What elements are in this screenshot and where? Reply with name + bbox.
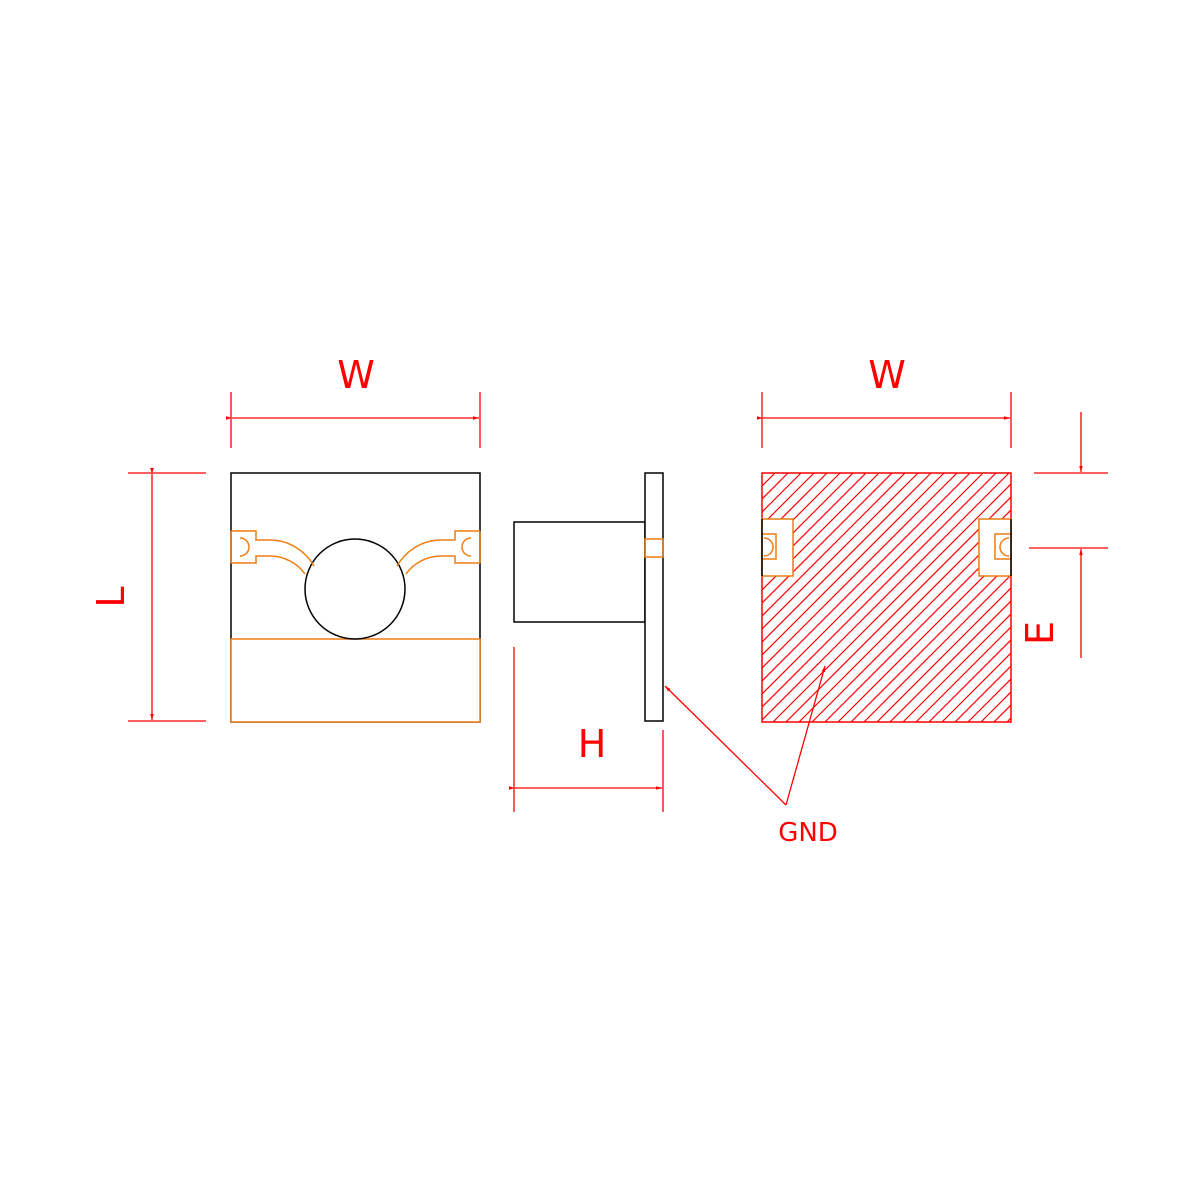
hatch-line bbox=[1033, 473, 1200, 722]
hatch-line bbox=[954, 665, 1011, 722]
hatch-line bbox=[785, 496, 1011, 722]
hatch-line bbox=[902, 613, 1011, 722]
front-width-dimension bbox=[226, 392, 481, 448]
hatch-line bbox=[762, 473, 906, 617]
hatch-line bbox=[762, 473, 958, 669]
hatch-line bbox=[863, 574, 1011, 722]
hatch-line bbox=[1046, 473, 1200, 722]
hatch-line bbox=[1111, 473, 1200, 722]
hatch-line bbox=[762, 473, 828, 539]
hatch-line bbox=[762, 473, 893, 604]
bottom-width-label: W bbox=[868, 353, 906, 397]
ground-leaders bbox=[664, 665, 826, 806]
bottom-pad-outline bbox=[761, 472, 1012, 723]
hatch-line bbox=[1098, 473, 1200, 722]
hatch-line bbox=[1072, 473, 1200, 722]
bottom-pad-dimension bbox=[1029, 412, 1108, 658]
side-view bbox=[513, 472, 664, 722]
hatch-line bbox=[762, 473, 919, 630]
hatch-line bbox=[915, 626, 1011, 722]
bottom-width-dimension bbox=[757, 392, 1012, 448]
hatch-line bbox=[889, 600, 1011, 722]
hatch-line bbox=[762, 473, 945, 656]
hatch-line bbox=[850, 561, 1011, 722]
bottom-left-notch bbox=[761, 518, 794, 577]
hatch-line bbox=[762, 473, 997, 708]
hatch-line bbox=[941, 652, 1011, 722]
bottom-right-notch bbox=[978, 518, 1012, 577]
hatch-line bbox=[1163, 473, 1200, 722]
hatch-line bbox=[824, 535, 1011, 722]
hatch-line bbox=[762, 473, 841, 552]
front-view bbox=[230, 472, 481, 723]
side-base bbox=[644, 472, 664, 722]
hatch-line bbox=[762, 473, 880, 591]
front-length-dimension bbox=[128, 468, 206, 722]
bottom-pad-hatch bbox=[762, 473, 1200, 722]
side-terminal bbox=[644, 538, 664, 558]
front-left-contact bbox=[230, 530, 315, 575]
hatch-line bbox=[1006, 717, 1011, 722]
side-height-label: H bbox=[578, 722, 607, 766]
hatch-line bbox=[967, 678, 1011, 722]
hatch-line bbox=[876, 587, 1011, 722]
hatch-line bbox=[762, 473, 932, 643]
hatch-line bbox=[980, 691, 1011, 722]
bottom-view bbox=[761, 472, 1200, 723]
hatch-line bbox=[837, 548, 1011, 722]
side-height-dimension bbox=[509, 647, 664, 812]
front-right-contact bbox=[396, 530, 481, 575]
hatch-line bbox=[1150, 473, 1200, 722]
hatch-line bbox=[1059, 473, 1200, 722]
hatch-line bbox=[1124, 473, 1200, 722]
bottom-pad-label: E bbox=[1018, 621, 1062, 645]
hatch-line bbox=[762, 473, 1010, 721]
hatch-line bbox=[1137, 473, 1200, 722]
hatch-line bbox=[762, 473, 815, 526]
hatch-line bbox=[1189, 473, 1200, 722]
hatch-line bbox=[772, 483, 1011, 722]
hatch-line bbox=[762, 473, 867, 578]
hatch-line bbox=[928, 639, 1011, 722]
front-length-label: L bbox=[89, 586, 133, 607]
hatch-line bbox=[1176, 473, 1200, 722]
hatch-line bbox=[993, 704, 1011, 722]
side-lens-body bbox=[513, 521, 646, 623]
ground-label: GND bbox=[778, 818, 838, 848]
front-lens bbox=[304, 538, 406, 640]
hatch-line bbox=[762, 473, 854, 565]
front-terminal-band bbox=[230, 638, 481, 723]
front-width-label: W bbox=[337, 353, 375, 397]
hatch-line bbox=[762, 473, 763, 474]
hatch-line bbox=[762, 473, 984, 695]
hatch-line bbox=[1085, 473, 1200, 722]
hatch-line bbox=[811, 522, 1011, 722]
hatch-line bbox=[798, 509, 1011, 722]
hatch-line bbox=[1020, 473, 1200, 722]
bottom-pad-fill bbox=[762, 473, 1011, 722]
